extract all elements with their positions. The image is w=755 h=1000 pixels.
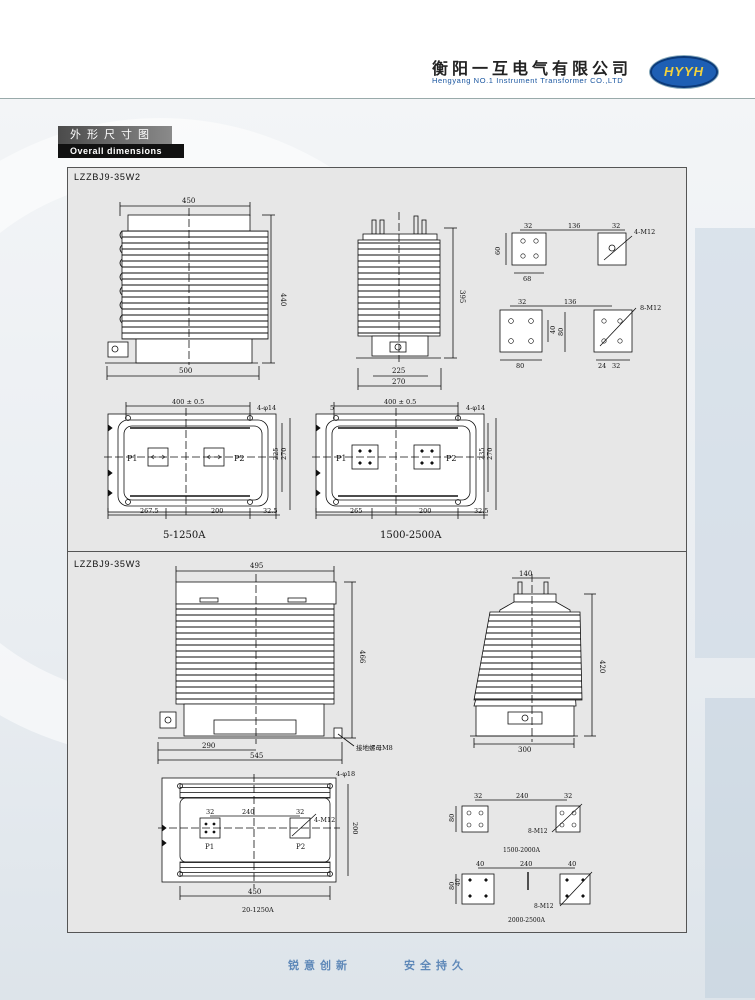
- w3-t1-hole: 8-M12: [528, 828, 548, 835]
- w2-tl-b: 136: [564, 298, 576, 306]
- background-band: [695, 228, 755, 658]
- section-title-cn: 外形尺寸图: [58, 126, 172, 144]
- w3-plan-t1: 32: [206, 808, 214, 816]
- w2-side-height: 395: [458, 290, 466, 303]
- w2-plan-view-1: 400 ± 0.5 4-φ14 225 270 P1 P2 267.5 200 …: [104, 398, 291, 541]
- section-heading: 外形尺寸图 Overall dimensions: [58, 126, 184, 162]
- w3-plan-caption: 20-1250A: [242, 906, 274, 914]
- w3-t1-c: 32: [564, 792, 572, 800]
- w2-front-width-top: 450: [182, 197, 195, 205]
- w2-ts-hole: 4-M12: [634, 228, 655, 236]
- w3-side-base: 300: [518, 746, 531, 754]
- w3-plan-terminal-p1: P1: [205, 843, 214, 851]
- company-logo: HYYH: [650, 56, 718, 88]
- w3-t1-caption: 1500-2000A: [503, 847, 541, 854]
- w2-front-view: 450 440 500: [105, 197, 287, 380]
- w3-plan-t3: 32: [296, 808, 304, 816]
- w2-p2-holes: 4-φ14: [466, 404, 485, 412]
- w2-p1-h2: 270: [280, 448, 288, 460]
- w2-ts-b: 136: [568, 222, 580, 230]
- w2-front-base: 500: [179, 367, 192, 375]
- w3-plan-view: 4-φ18 32 240 32 4-M12 200 450 P1 P2 20-1…: [158, 770, 359, 914]
- w2-terminal-small: 32 136 32 4-M12 60 68: [494, 222, 655, 283]
- w2-p1-span: 400 ± 0.5: [172, 398, 204, 406]
- w3-t1-a: 32: [474, 792, 482, 800]
- w3-t2-c: 40: [568, 860, 576, 868]
- w2-front-height: 440: [279, 293, 287, 306]
- w2-p2-terminal-p2: P2: [446, 454, 456, 463]
- slogan-2: 安全持久: [404, 959, 468, 972]
- w2-tl-h1: 40: [549, 326, 557, 334]
- w3-t2-h1: 80: [448, 882, 456, 890]
- background-band: [705, 698, 755, 998]
- w3-front-height: 466: [358, 650, 366, 664]
- w2-tl-a: 32: [518, 298, 526, 306]
- company-name-en: Hengyang NO.1 Instrument Transformer CO.…: [432, 76, 624, 85]
- w2-p2-h1: 235: [478, 448, 486, 460]
- w2-p2-b1: 265: [350, 507, 362, 515]
- model-label-w2: LZZBJ9-35W2: [74, 172, 141, 182]
- w2-tl-c2: 32: [612, 362, 620, 370]
- w3-front-ground: 接地螺母M8: [356, 743, 393, 752]
- w2-p2-caption: 1500-2500A: [380, 530, 442, 541]
- w2-plan-view-2: 5 400 ± 0.5 4-φ14 235 270 P1 P2 265 200 …: [312, 398, 497, 541]
- w2-tl-h2: 80: [557, 328, 565, 336]
- w2-p1-h1: 225: [272, 448, 280, 460]
- w2-side-view: 395 225 270: [356, 212, 466, 390]
- w3-t2-caption: 2000-2500A: [508, 917, 546, 924]
- w2-side-inner: 225: [392, 367, 405, 375]
- w2-tl-c1: 24: [598, 362, 606, 370]
- model-label-w3: LZZBJ9-35W3: [74, 559, 141, 569]
- w2-p2-h2: 270: [486, 448, 494, 460]
- w3-t1-h: 80: [448, 814, 456, 822]
- w3-front-base: 545: [250, 752, 263, 760]
- w3-t2-hole: 8-M12: [534, 903, 554, 910]
- w2-ts-a: 32: [524, 222, 532, 230]
- w2-p1-b1: 267.5: [140, 507, 159, 515]
- panel-divider: [67, 551, 687, 552]
- w2-ts-c: 32: [612, 222, 620, 230]
- w3-plan-w: 450: [248, 888, 261, 896]
- w3-front-width-top: 495: [250, 562, 263, 570]
- section-title-en: Overall dimensions: [58, 144, 184, 158]
- w2-ts-h: 60: [494, 247, 502, 255]
- w2-terminal-large: 32 136 8-M12 40 80 80 24 32: [499, 298, 661, 370]
- logo-text: HYYH: [663, 64, 705, 79]
- w3-front-left: 290: [202, 742, 215, 750]
- w3-terminal-1: 32 240 32 80 8-M12 1500-2000A: [448, 792, 583, 854]
- w2-p2-b2: 200: [419, 507, 431, 515]
- w2-p1-b3: 32.5: [263, 507, 277, 515]
- w2-p2-span: 400 ± 0.5: [384, 398, 416, 406]
- w3-front-view: 495 466 290 545 接地螺母M8: [157, 562, 393, 764]
- w3-plan-t2: 240: [242, 808, 254, 816]
- w3-t2-b: 240: [520, 860, 532, 868]
- w3-side-height: 420: [598, 660, 606, 673]
- slogan-1: 锐意创新: [288, 959, 352, 972]
- w2-ts-w: 68: [523, 275, 531, 283]
- w3-plan-holes: 4-φ18: [336, 770, 355, 778]
- w2-p2-terminal-p1: P1: [336, 454, 346, 463]
- w2-p2-b3: 32.5: [474, 507, 488, 515]
- w3-plan-hole2: 4-M12: [314, 816, 335, 824]
- w2-p1-terminal-p1: P1: [127, 454, 137, 463]
- w3-plan-terminal-p2: P2: [296, 843, 305, 851]
- w2-p1-terminal-p2: P2: [234, 454, 244, 463]
- w2-tl-w: 80: [516, 362, 524, 370]
- w3-terminal-2: 40 240 40 80 40 8-M12 2000-2500A: [448, 860, 593, 924]
- w3-t1-b: 240: [516, 792, 528, 800]
- w2-p2-s: 5: [330, 404, 334, 412]
- page-header: 衡阳一互电气有限公司 Hengyang NO.1 Instrument Tran…: [0, 0, 755, 99]
- w3-side-view: 140 420 300: [470, 570, 606, 754]
- w2-p1-holes: 4-φ14: [257, 404, 276, 412]
- w3-t2-h2: 40: [455, 878, 462, 886]
- w2-p1-caption: 5-1250A: [163, 530, 206, 541]
- w2-p1-b2: 200: [211, 507, 223, 515]
- w2-tl-hole: 8-M12: [640, 304, 661, 312]
- w3-t2-a: 40: [476, 860, 484, 868]
- w2-side-outer: 270: [392, 378, 405, 386]
- w3-side-top: 140: [519, 570, 532, 578]
- company-name-cn: 衡阳一互电气有限公司: [432, 59, 633, 78]
- w3-plan-h: 200: [351, 822, 359, 834]
